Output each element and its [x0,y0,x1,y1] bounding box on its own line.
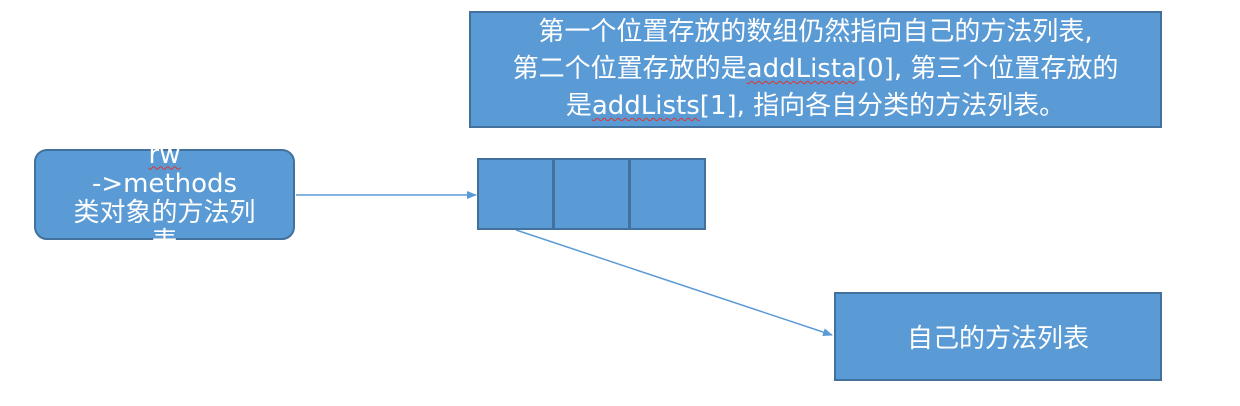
note-line-3: 是addLists[1], 指向各自分类的方法列表。 [565,91,1066,121]
source-line-3: 表 [151,226,178,257]
note-code-addlists: addLists [591,91,700,121]
source-line-1: rw->methods [91,139,238,199]
note-line-1: 第一个位置存放的数组仍然指向自己的方法列表, [538,17,1093,47]
note-code-addlista: addLista [746,54,857,84]
own-methods-label: 自己的方法列表 [906,324,1089,354]
source-methods-box: rw->methods 类对象的方法列 表 [34,140,295,256]
array-cell-1 [553,158,630,230]
own-methods-box: 自己的方法列表 [834,292,1162,381]
array-cell-0 [477,158,554,230]
source-line-2: 类对象的方法列 [73,197,256,228]
source-code-rw: rw [148,139,181,170]
note-box: 第一个位置存放的数组仍然指向自己的方法列表, 第二个位置存放的是addLista… [469,11,1162,128]
array-cell-2 [629,158,706,230]
note-line-2: 第二个位置存放的是addLista[0], 第三个位置存放的 [512,54,1119,84]
arrow-array-to-target [515,229,833,336]
